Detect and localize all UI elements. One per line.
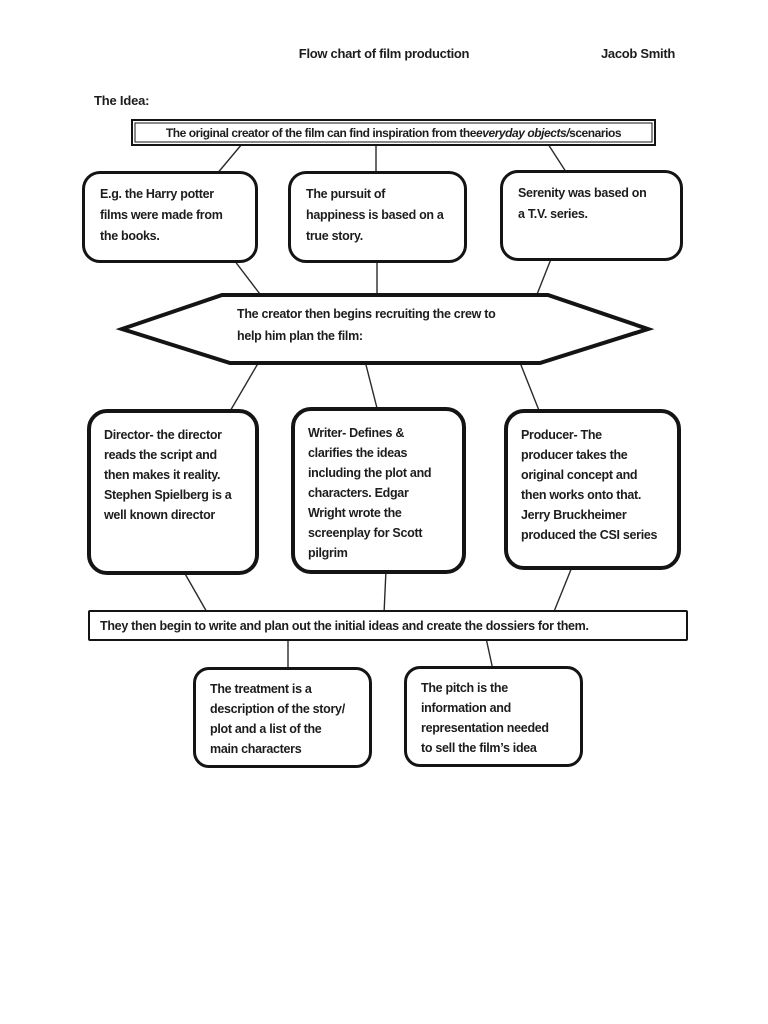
banner-text-suffix: scenarios (569, 125, 622, 140)
connector-line (364, 360, 379, 413)
connector-line (183, 571, 209, 615)
connector-line (228, 359, 261, 414)
banner-text-prefix: The original creator of the film can fin… (165, 125, 477, 140)
connector-line (215, 143, 243, 176)
banner-text-italic: everyday objects/ (476, 125, 570, 140)
connector-line (383, 569, 387, 615)
flow-node-director: Director- the director reads the script … (87, 409, 259, 575)
flow-node-example-pursuit-of-happiness: The pursuit of happiness is based on a t… (288, 171, 467, 263)
hexagon-shape (115, 293, 655, 365)
flow-node-treatment: The treatment is a description of the st… (193, 667, 372, 768)
page-title: Flow chart of film production (298, 46, 470, 61)
section-label-the-idea: The Idea: (94, 93, 150, 108)
connector-line (552, 566, 573, 615)
flow-node-example-harry-potter: E.g. the Harry potter films were made fr… (82, 171, 258, 263)
flow-node-inspiration-banner: The original creator of the film can fin… (131, 119, 656, 146)
connector-line (547, 143, 569, 176)
flow-node-pitch: The pitch is the information and represe… (404, 666, 583, 767)
flow-node-recruiting-text: The creator then begins recruiting the c… (237, 307, 496, 343)
flow-node-example-serenity: Serenity was based on a T.V. series. (500, 170, 683, 261)
author-name: Jacob Smith (601, 46, 675, 61)
flow-node-producer: Producer- The producer takes the origina… (504, 409, 681, 570)
connector-lines (183, 143, 573, 671)
flow-node-planning-band: They then begin to write and plan out th… (88, 610, 688, 641)
connector-line (485, 637, 494, 671)
flow-node-writer: Writer- Defines & clarifies the ideas in… (291, 407, 466, 574)
connector-line (518, 359, 541, 414)
